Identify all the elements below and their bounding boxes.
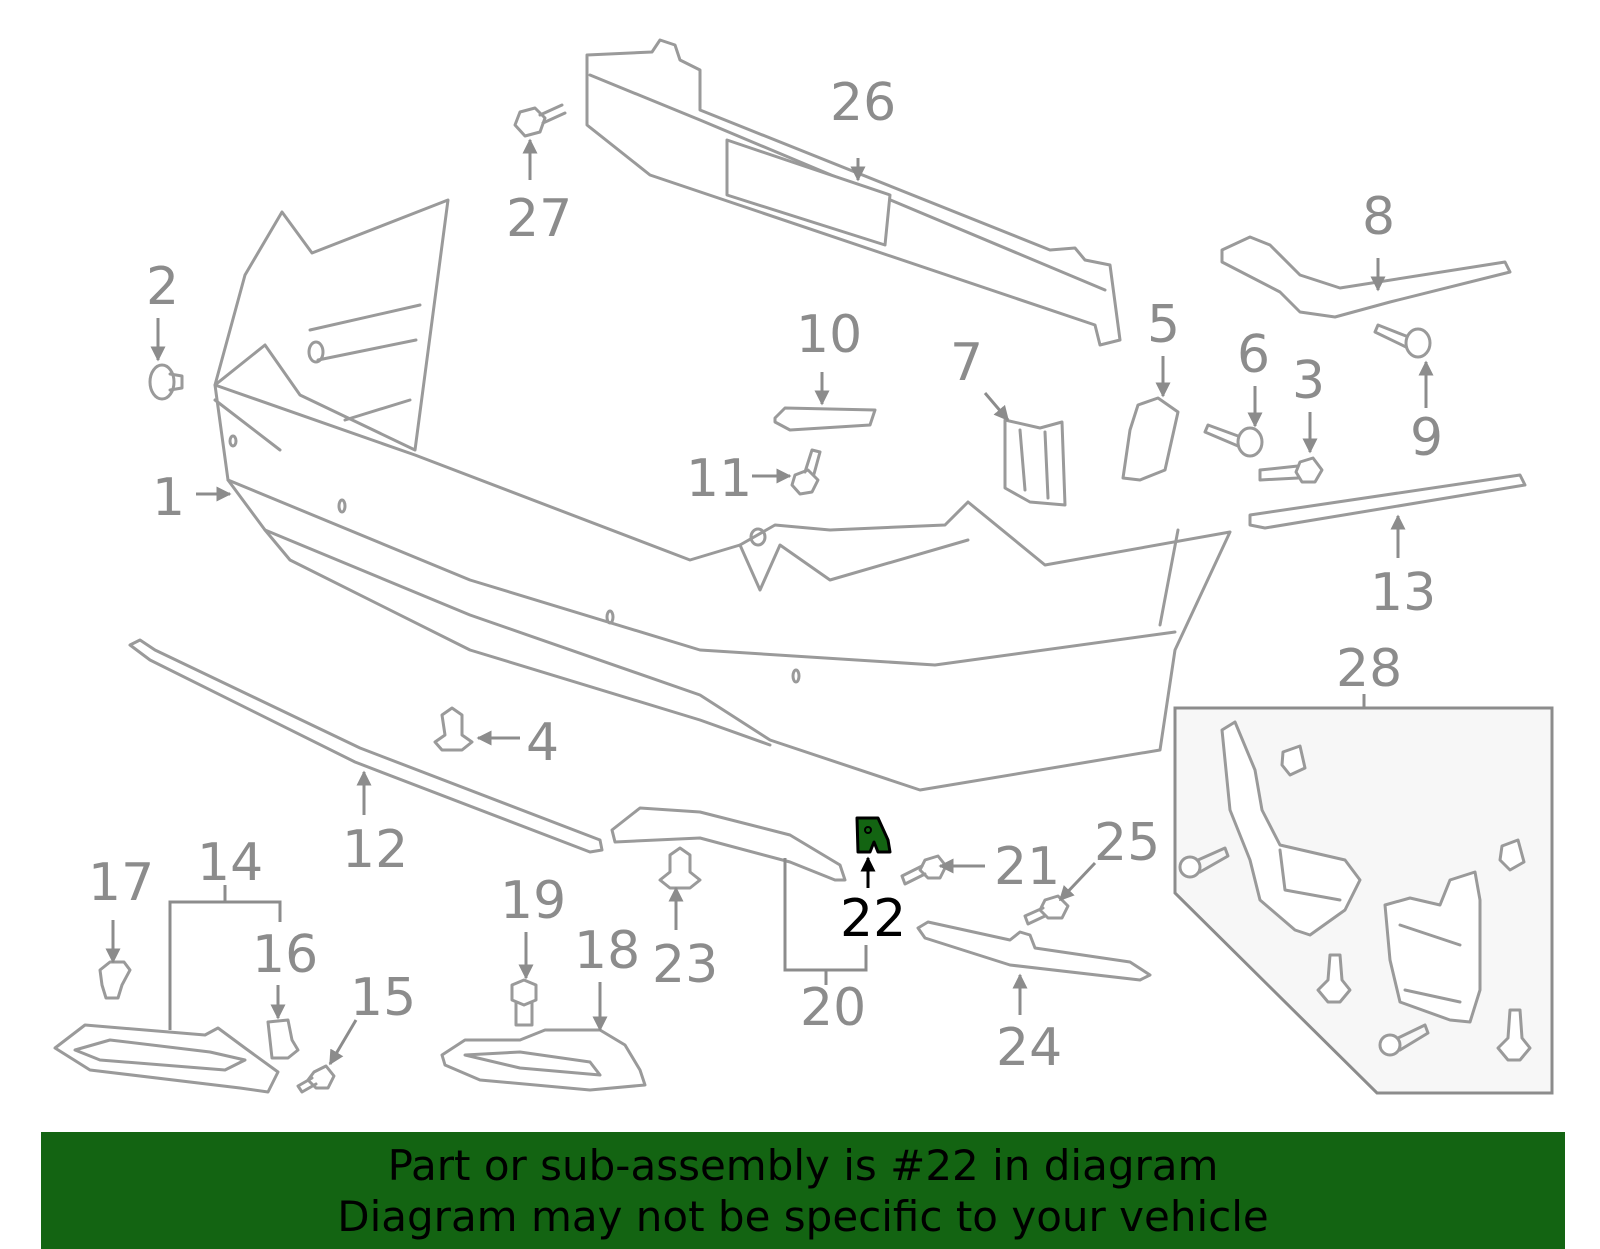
bracket-7-part[interactable] [1003, 418, 1067, 507]
clip-17-part[interactable] [98, 960, 132, 1000]
bracket-10-part[interactable] [773, 406, 877, 432]
clip-4-part[interactable] [433, 706, 474, 752]
reinforcement-beam-part[interactable] [585, 38, 1122, 347]
callout-19: 19 [500, 871, 566, 931]
leader-lines [105, 138, 1434, 1066]
info-banner: Part or sub-assembly is #22 in diagram D… [41, 1132, 1565, 1249]
moulding-12-part[interactable] [128, 638, 604, 854]
callout-22: 22 [840, 889, 906, 949]
bracket-24-part[interactable] [916, 920, 1152, 982]
bracket-5-part[interactable] [1121, 396, 1180, 482]
callout-26: 26 [830, 73, 896, 133]
callout-25: 25 [1094, 813, 1160, 873]
moulding-13-part[interactable] [1248, 473, 1527, 530]
reflector-18-part[interactable] [440, 1028, 647, 1092]
callout-18: 18 [574, 921, 640, 981]
callout-17: 17 [88, 853, 154, 913]
bracket-20-part[interactable] [610, 806, 847, 882]
callout-23: 23 [652, 935, 718, 995]
reflector-14-part[interactable] [53, 1023, 280, 1094]
bracket-8-part[interactable] [1220, 235, 1512, 319]
callout-9: 9 [1410, 408, 1443, 468]
banner-line-2: Diagram may not be specific to your vehi… [337, 1192, 1269, 1241]
bolt-27-part[interactable] [513, 103, 567, 138]
callout-4: 4 [526, 713, 559, 773]
callout-27: 27 [506, 189, 572, 249]
mud-guard-kit-28-part[interactable] [1173, 706, 1554, 1095]
callout-14: 14 [197, 833, 263, 893]
bolt-25-part[interactable] [1023, 894, 1070, 926]
clip-16-part[interactable] [266, 1018, 300, 1060]
callout-11: 11 [686, 449, 752, 509]
callout-12: 12 [342, 820, 408, 880]
callout-20: 20 [800, 978, 866, 1038]
callout-8: 8 [1362, 187, 1395, 247]
callout-15: 15 [350, 968, 416, 1028]
bumper-cover-part[interactable] [213, 198, 1232, 792]
callout-6: 6 [1237, 325, 1270, 385]
callout-2: 2 [146, 257, 179, 317]
clip-2-part[interactable] [148, 363, 184, 401]
clip-23-part[interactable] [658, 846, 702, 890]
callout-10: 10 [796, 305, 862, 365]
callout-24: 24 [996, 1018, 1062, 1078]
callout-28: 28 [1336, 639, 1402, 699]
highlighted-part-22[interactable] [855, 816, 892, 854]
callout-5: 5 [1147, 295, 1180, 355]
bolt-21-part[interactable] [900, 854, 948, 886]
callout-labels: 1 2 3 4 5 6 7 8 9 10 11 12 13 14 15 16 1… [88, 73, 1443, 1078]
screw-9-part[interactable] [1373, 323, 1432, 359]
bolt-15-part[interactable] [296, 1064, 336, 1094]
screw-6-part[interactable] [1203, 423, 1264, 458]
callout-3: 3 [1292, 351, 1325, 411]
banner-line-1: Part or sub-assembly is #22 in diagram [387, 1141, 1219, 1190]
callout-1: 1 [152, 468, 185, 528]
bolt-19-part[interactable] [510, 978, 538, 1027]
bolt-11-part[interactable] [790, 448, 822, 496]
bolt-3-part[interactable] [1258, 456, 1324, 484]
callout-21: 21 [994, 837, 1060, 897]
callout-7: 7 [950, 333, 983, 393]
callout-16: 16 [252, 925, 318, 985]
callout-13: 13 [1370, 563, 1436, 623]
